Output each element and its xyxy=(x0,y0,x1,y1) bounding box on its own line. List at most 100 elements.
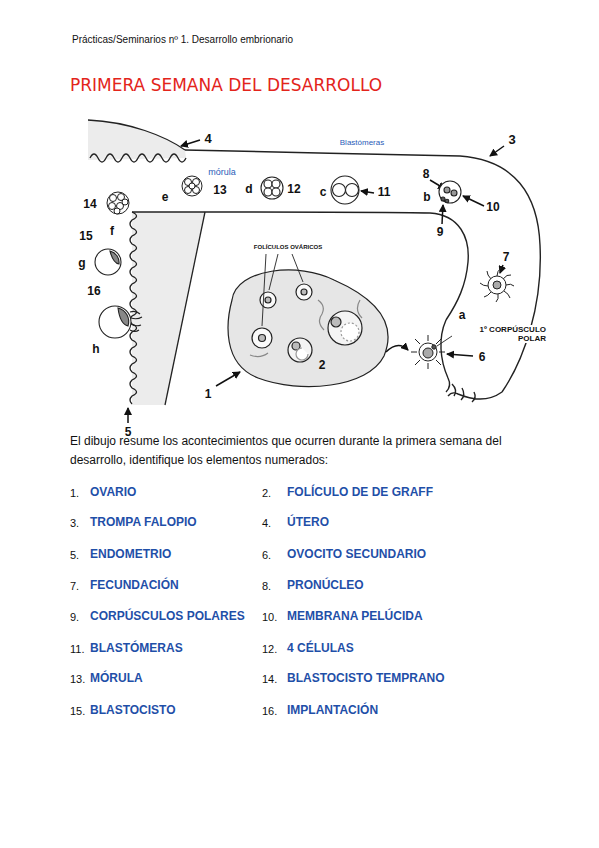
answer-number: 1. xyxy=(70,487,79,500)
morula xyxy=(182,176,202,196)
callout-number: 11 xyxy=(378,186,391,200)
callout-arrow xyxy=(442,205,443,224)
callout-letter: b xyxy=(423,191,430,205)
answer-text: FOLÍCULO DE DE GRAFF xyxy=(287,486,433,500)
part-label: mórula xyxy=(208,167,236,177)
ovary xyxy=(301,289,307,295)
fertilization xyxy=(480,268,514,302)
callout-arrow xyxy=(386,345,408,352)
zygote xyxy=(441,197,445,201)
ovary xyxy=(260,292,276,308)
four-cell-stage xyxy=(272,180,280,188)
early-blastocyst xyxy=(107,192,129,214)
answer-text: ENDOMETRIO xyxy=(90,548,171,562)
answer-number: 5. xyxy=(70,549,79,562)
callout-letter: c xyxy=(320,186,327,200)
ovary xyxy=(259,335,266,342)
answer-number: 14. xyxy=(262,673,277,686)
answer-number: 15. xyxy=(70,705,85,718)
implanting-blastocyst xyxy=(99,306,131,338)
answer-text: IMPLANTACIÓN xyxy=(287,704,378,718)
part-label: FOLÍCULOS OVÁRICOS xyxy=(254,244,322,251)
four-cell-stage xyxy=(272,188,280,196)
uterus-wall xyxy=(132,212,205,405)
callout-number: 15 xyxy=(79,230,92,244)
leader-line xyxy=(262,254,452,346)
answer-text: CORPÚSCULOS POLARES xyxy=(90,610,245,624)
ovary xyxy=(331,317,341,327)
page-header: Prácticas/Seminarios nº 1. Desarrollo em… xyxy=(72,34,293,46)
four-cell-stage xyxy=(264,180,272,188)
callout-letter: a xyxy=(459,309,466,323)
callout-arrow xyxy=(181,140,200,146)
uterus-wall xyxy=(88,120,205,405)
callout-number: 2 xyxy=(319,359,326,373)
answer-text: 4 CÉLULAS xyxy=(287,642,354,656)
ovary xyxy=(288,338,312,362)
answer-text: OVOCITO SECUNDARIO xyxy=(287,548,426,562)
early-blastocyst xyxy=(107,192,129,214)
early-blastocyst xyxy=(110,195,117,202)
ovary xyxy=(228,270,388,387)
callout-arrow xyxy=(463,196,484,206)
answer-text: MÓRULA xyxy=(90,672,143,686)
implanting-blastocyst xyxy=(130,311,142,331)
secondary-oocyte xyxy=(411,335,445,369)
uterus-wall xyxy=(132,211,205,212)
answer-text: TROMPA FALOPIO xyxy=(90,516,197,530)
fertilization xyxy=(488,276,506,294)
zygote xyxy=(451,190,457,196)
answer-number: 7. xyxy=(70,580,79,593)
fallopian-tube xyxy=(185,150,540,392)
early-blastocyst xyxy=(122,199,128,205)
answer-number: 4. xyxy=(262,517,271,530)
answer-number: 2. xyxy=(262,487,271,500)
blastocyst xyxy=(95,249,121,275)
zygote xyxy=(444,187,450,193)
early-blastocyst xyxy=(109,203,116,210)
ovary xyxy=(296,348,308,360)
callout-number: 14 xyxy=(83,198,96,212)
callout-number: 9 xyxy=(437,226,444,240)
answer-text: BLASTÓMERAS xyxy=(90,642,183,656)
callout-arrow xyxy=(361,191,374,193)
secondary-oocyte xyxy=(432,345,436,349)
ovary xyxy=(296,284,312,300)
callout-number: 7 xyxy=(503,251,510,265)
callout-number: 1 xyxy=(205,388,212,402)
callout-number: 10 xyxy=(486,201,499,215)
callout-letter: d xyxy=(245,183,252,197)
fallopian-tube xyxy=(185,150,540,402)
four-cell-stage xyxy=(261,177,283,199)
callout-arrow xyxy=(127,408,129,423)
callout-letter: e xyxy=(162,191,169,205)
two-cell-stage xyxy=(333,184,346,197)
zygote xyxy=(439,181,461,203)
part-label: 1º CORPÚSCULO POLAR xyxy=(452,325,548,343)
callout-number: 4 xyxy=(204,132,211,147)
secondary-oocyte xyxy=(423,348,433,358)
uterus-wall xyxy=(88,120,185,150)
answer-text: ÚTERO xyxy=(287,516,329,530)
two-cell-stage xyxy=(346,184,359,197)
leader-line xyxy=(292,254,303,282)
leader-line xyxy=(269,254,278,290)
answer-text: BLASTOCISTO xyxy=(90,704,176,718)
answer-number: 6. xyxy=(262,549,271,562)
four-cell-stage xyxy=(261,177,283,199)
answer-number: 3. xyxy=(70,517,79,530)
ovary xyxy=(265,297,271,303)
blastocyst xyxy=(110,251,119,264)
callout-arrow xyxy=(128,140,504,423)
secondary-oocyte xyxy=(411,335,445,369)
fertilization xyxy=(480,268,514,302)
callout-arrow xyxy=(447,354,473,356)
two-cell-stage xyxy=(331,176,359,204)
answer-text: BLASTOCISTO TEMPRANO xyxy=(287,672,445,686)
answer-number: 13. xyxy=(70,673,85,686)
callout-number: 16 xyxy=(87,285,100,299)
answer-number: 11. xyxy=(70,643,84,656)
callout-number: 12 xyxy=(287,183,300,197)
implanting-blastocyst xyxy=(118,308,129,326)
ovary xyxy=(252,328,272,348)
